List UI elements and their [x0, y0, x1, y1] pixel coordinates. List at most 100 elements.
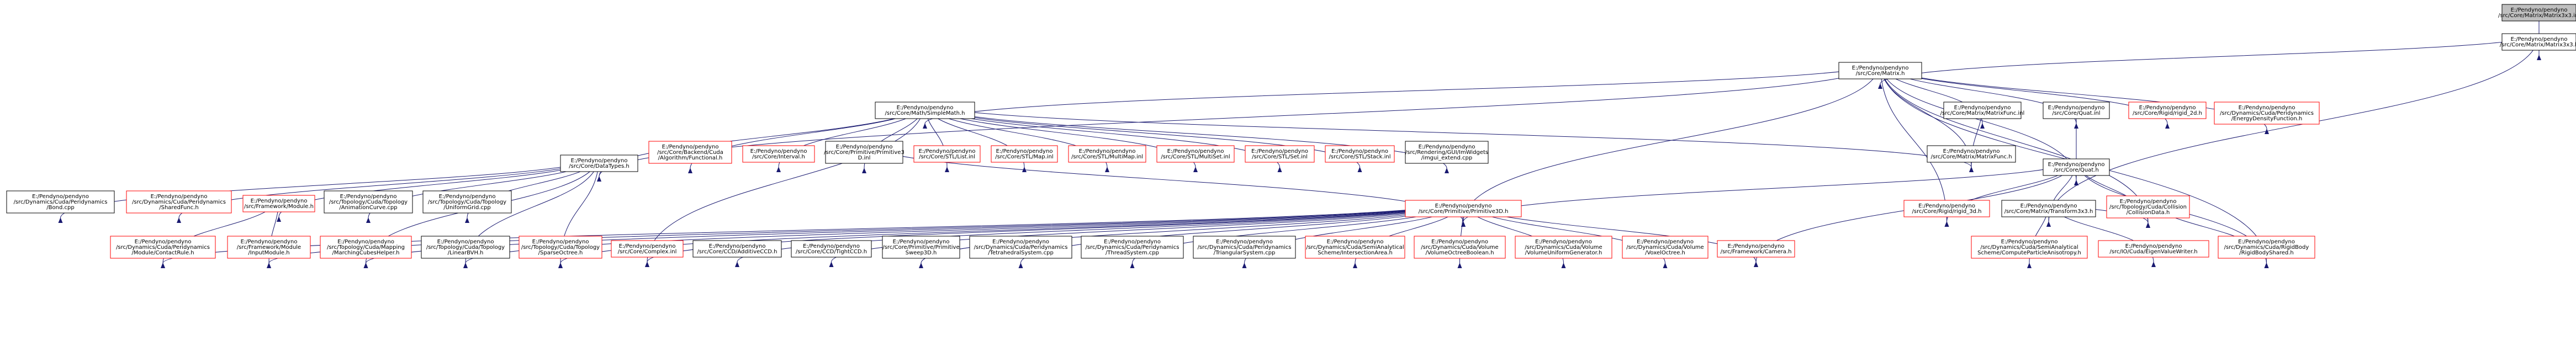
include-edge [1880, 62, 2151, 228]
file-node-datatypes-h[interactable]: E:/Pendyno/pendyno/src/Core/DataTypes.h [560, 154, 638, 172]
node-label-line: /RigidBodyShared.h [2239, 250, 2294, 256]
node-label-line: E:/Pendyno/pendyno [340, 194, 397, 200]
file-node-primitive3d-h[interactable]: E:/Pendyno/pendyno/src/Core/Primitive/Pr… [1405, 200, 1522, 217]
node-label-line: /src/Dynamics/Cuda/SemiAnalytical [1306, 244, 1404, 251]
node-label-line: E:/Pendyno/pendyno [803, 243, 860, 249]
file-node-marchingcubeshelper-h[interactable]: E:/Pendyno/pendyno/src/Topology/Cuda/Map… [320, 236, 412, 259]
file-node-contactrule-h[interactable]: E:/Pendyno/pendyno/src/Dynamics/Cuda/Per… [110, 236, 216, 259]
node-box [648, 141, 732, 164]
node-label-line: /src/Dynamics/Cuda/Volume [1421, 244, 1498, 251]
node-label-line: /src/IO/Cuda/EigenValueWriter.h [2109, 249, 2197, 255]
node-box [1305, 236, 1405, 259]
file-node-eigenvaluewriter-h[interactable]: E:/Pendyno/pendyno/src/IO/Cuda/EigenValu… [2098, 240, 2209, 258]
file-node-inputmodule-h[interactable]: E:/Pendyno/pendyno/src/Framework/Module/… [227, 236, 311, 259]
node-box [421, 236, 510, 259]
node-label-line: E:/Pendyno/pendyno [1104, 239, 1161, 245]
file-node-matrix-h[interactable]: E:/Pendyno/pendyno/src/Core/Matrix.h [1838, 62, 1922, 79]
node-box [1717, 240, 1795, 258]
file-node-simplemath-h[interactable]: E:/Pendyno/pendyno/src/Core/Math/SimpleM… [875, 102, 975, 119]
file-node-linearbvh-h[interactable]: E:/Pendyno/pendyno/src/Topology/Cuda/Top… [421, 236, 510, 259]
node-label-line: E:/Pendyno/pendyno [662, 144, 719, 150]
file-node-map-inl[interactable]: E:/Pendyno/pendyno/src/Core/STL/Map.inl [991, 145, 1058, 163]
edge-layer [58, 4, 2541, 269]
file-node-stack-inl[interactable]: E:/Pendyno/pendyno/src/Core/STL/Stack.in… [1325, 145, 1395, 163]
node-box [2501, 33, 2576, 51]
file-node-rigid-3d-h[interactable]: E:/Pendyno/pendyno/src/Core/Rigid/rigid_… [1903, 200, 1990, 217]
node-label-line: E:/Pendyno/pendyno [32, 194, 89, 200]
node-label-line: /src/Core/Primitive/Primitive3 [824, 150, 904, 156]
file-node-sharedfunc-h[interactable]: E:/Pendyno/pendyno/src/Dynamics/Cuda/Per… [126, 190, 232, 214]
file-node-volumeuniformgenerator-h[interactable]: E:/Pendyno/pendyno/src/Dynamics/Cuda/Vol… [1515, 236, 1612, 259]
file-node-sparseoctree-h[interactable]: E:/Pendyno/pendyno/src/Topology/Cuda/Top… [519, 236, 602, 259]
node-label-line: E:/Pendyno/pendyno [251, 198, 308, 204]
file-node-computeparticleanisotropy-h[interactable]: E:/Pendyno/pendyno/src/Dynamics/Cuda/Sem… [1971, 236, 2088, 259]
node-label-line: /src/Core/Matrix/Transform3x3.h [2004, 209, 2093, 215]
file-node-matrixfunc-h[interactable]: E:/Pendyno/pendyno/src/Core/Matrix/Matri… [1927, 145, 2016, 163]
node-label-line: /src/Core/DataTypes.h [569, 163, 629, 169]
node-label-line: E:/Pendyno/pendyno [996, 148, 1053, 154]
file-node-functional-h[interactable]: E:/Pendyno/pendyno/src/Core/Backend/Cuda… [648, 141, 732, 164]
include-edge [1880, 62, 2270, 135]
node-label-line: /src/Core/Quat.inl [2052, 110, 2100, 116]
file-node-rigid-2d-h[interactable]: E:/Pendyno/pendyno/src/Core/Rigid/rigid_… [2128, 102, 2207, 119]
node-label-line: /LinearBVH.h [448, 250, 484, 256]
node-label-line: E:/Pendyno/pendyno [2238, 239, 2295, 245]
node-box [2106, 195, 2190, 219]
file-node-multimap-inl[interactable]: E:/Pendyno/pendyno/src/Core/STL/MultiMap… [1068, 145, 1146, 163]
file-node-uniformgrid-cpp[interactable]: E:/Pendyno/pendyno/src/Topology/Cuda/Top… [422, 190, 512, 214]
node-label-line: /Algorithm/Functional.h [658, 155, 723, 161]
file-node-module-h[interactable]: E:/Pendyno/pendyno/src/Framework/Module.… [242, 195, 315, 212]
file-node-imgui-extend-cpp[interactable]: E:/Pendyno/pendyno/src/Rendering/GUI/ImW… [1405, 141, 1489, 164]
node-label-line: E:/Pendyno/pendyno [1943, 148, 2000, 154]
file-node-collisiondata-h[interactable]: E:/Pendyno/pendyno/src/Topology/Cuda/Col… [2106, 195, 2190, 219]
file-node-voxeloctree-h[interactable]: E:/Pendyno/pendyno/src/Dynamics/Cuda/Vol… [1622, 236, 1708, 259]
file-node-rigidbodyshared-h[interactable]: E:/Pendyno/pendyno/src/Dynamics/Cuda/Rig… [2218, 236, 2315, 259]
node-box [913, 145, 981, 163]
node-box [1156, 145, 1235, 163]
file-node-interval-h[interactable]: E:/Pendyno/pendyno/src/Core/Interval.h [742, 145, 815, 163]
file-node-bond-cpp[interactable]: E:/Pendyno/pendyno/src/Dynamics/Cuda/Per… [6, 190, 115, 214]
file-node-quat-inl[interactable]: E:/Pendyno/pendyno/src/Core/Quat.inl [2043, 102, 2110, 119]
file-node-animationcurve-cpp[interactable]: E:/Pendyno/pendyno/src/Topology/Cuda/Top… [324, 190, 413, 214]
node-label-line: /InputModule.h [248, 250, 289, 256]
node-box [560, 154, 638, 172]
include-edge [1877, 33, 2540, 89]
node-label-line: /Module/ContactRule.h [131, 250, 194, 256]
file-node-complex-inl[interactable]: E:/Pendyno/pendyno/src/Core/Complex.inl [611, 240, 684, 258]
file-node-tightccd-h[interactable]: E:/Pendyno/pendyno/src/Core/CCD/TightCCD… [791, 240, 872, 258]
file-node-volumeoctreeboolean-h[interactable]: E:/Pendyno/pendyno/src/Dynamics/Cuda/Vol… [1414, 236, 1506, 259]
node-box [1245, 145, 1315, 163]
node-box [324, 190, 413, 214]
file-node-triangularsystem-cpp[interactable]: E:/Pendyno/pendyno/src/Dynamics/Cuda/Per… [1193, 236, 1296, 259]
node-label-line: E:/Pendyno/pendyno [532, 239, 589, 245]
node-label-line: /src/Dynamics/Cuda/Volume [1626, 244, 1704, 251]
file-node-quat-h[interactable]: E:/Pendyno/pendyno/src/Core/Quat.h [2043, 158, 2110, 176]
node-label-line: /EnergyDensityFunction.h [2231, 116, 2302, 122]
node-label-line: /src/Core/Matrix/MatrixFunc.inl [1940, 110, 2025, 116]
file-node-primitive-sweep3d-h[interactable]: E:/Pendyno/pendyno/src/Core/Primitive/Pr… [882, 236, 960, 259]
file-node-matrix3x3-h[interactable]: E:/Pendyno/pendyno/src/Core/Matrix/Matri… [2500, 33, 2576, 51]
file-node-multiset-inl[interactable]: E:/Pendyno/pendyno/src/Core/STL/MultiSet… [1156, 145, 1235, 163]
node-label-line: E:/Pendyno/pendyno [1728, 243, 1785, 249]
file-node-additiveccd-h[interactable]: E:/Pendyno/pendyno/src/Core/CCD/Additive… [692, 240, 782, 258]
file-node-primitive3-d-inl[interactable]: E:/Pendyno/pendyno/src/Core/Primitive/Pr… [824, 141, 904, 164]
file-node-list-inl[interactable]: E:/Pendyno/pendyno/src/Core/STL/List.inl [913, 145, 981, 163]
file-node-transform3x3-h[interactable]: E:/Pendyno/pendyno/src/Core/Matrix/Trans… [2001, 200, 2096, 217]
node-box [1622, 236, 1708, 259]
node-box [2043, 158, 2110, 176]
node-box [2001, 200, 2096, 217]
file-node-intersectionarea-h[interactable]: E:/Pendyno/pendyno/src/Dynamics/Cuda/Sem… [1305, 236, 1405, 259]
include-edge [922, 62, 1881, 129]
file-node-camera-h[interactable]: E:/Pendyno/pendyno/src/Framework/Camera.… [1717, 240, 1795, 258]
node-label-line: E:/Pendyno/pendyno [241, 239, 298, 245]
node-label-line: E:/Pendyno/pendyno [437, 239, 494, 245]
file-node-energydensityfunction-h[interactable]: E:/Pendyno/pendyno/src/Dynamics/Cuda/Per… [2214, 102, 2320, 125]
node-label-line: /src/Core/CCD/TightCCD.h [796, 249, 867, 255]
node-label-line: E:/Pendyno/pendyno [2001, 239, 2058, 245]
node-box [1515, 236, 1612, 259]
file-node-set-inl[interactable]: E:/Pendyno/pendyno/src/Core/STL/Set.inl [1245, 145, 1315, 163]
file-node-threadsystem-cpp[interactable]: E:/Pendyno/pendyno/src/Dynamics/Cuda/Per… [1081, 236, 1184, 259]
node-label-line: /src/Core/Primitive/Primitive [882, 244, 959, 251]
file-node-matrixfunc-inl[interactable]: E:/Pendyno/pendyno/src/Core/Matrix/Matri… [1940, 102, 2025, 119]
file-node-tetrahedralsystem-cpp[interactable]: E:/Pendyno/pendyno/src/Dynamics/Cuda/Per… [969, 236, 1072, 259]
